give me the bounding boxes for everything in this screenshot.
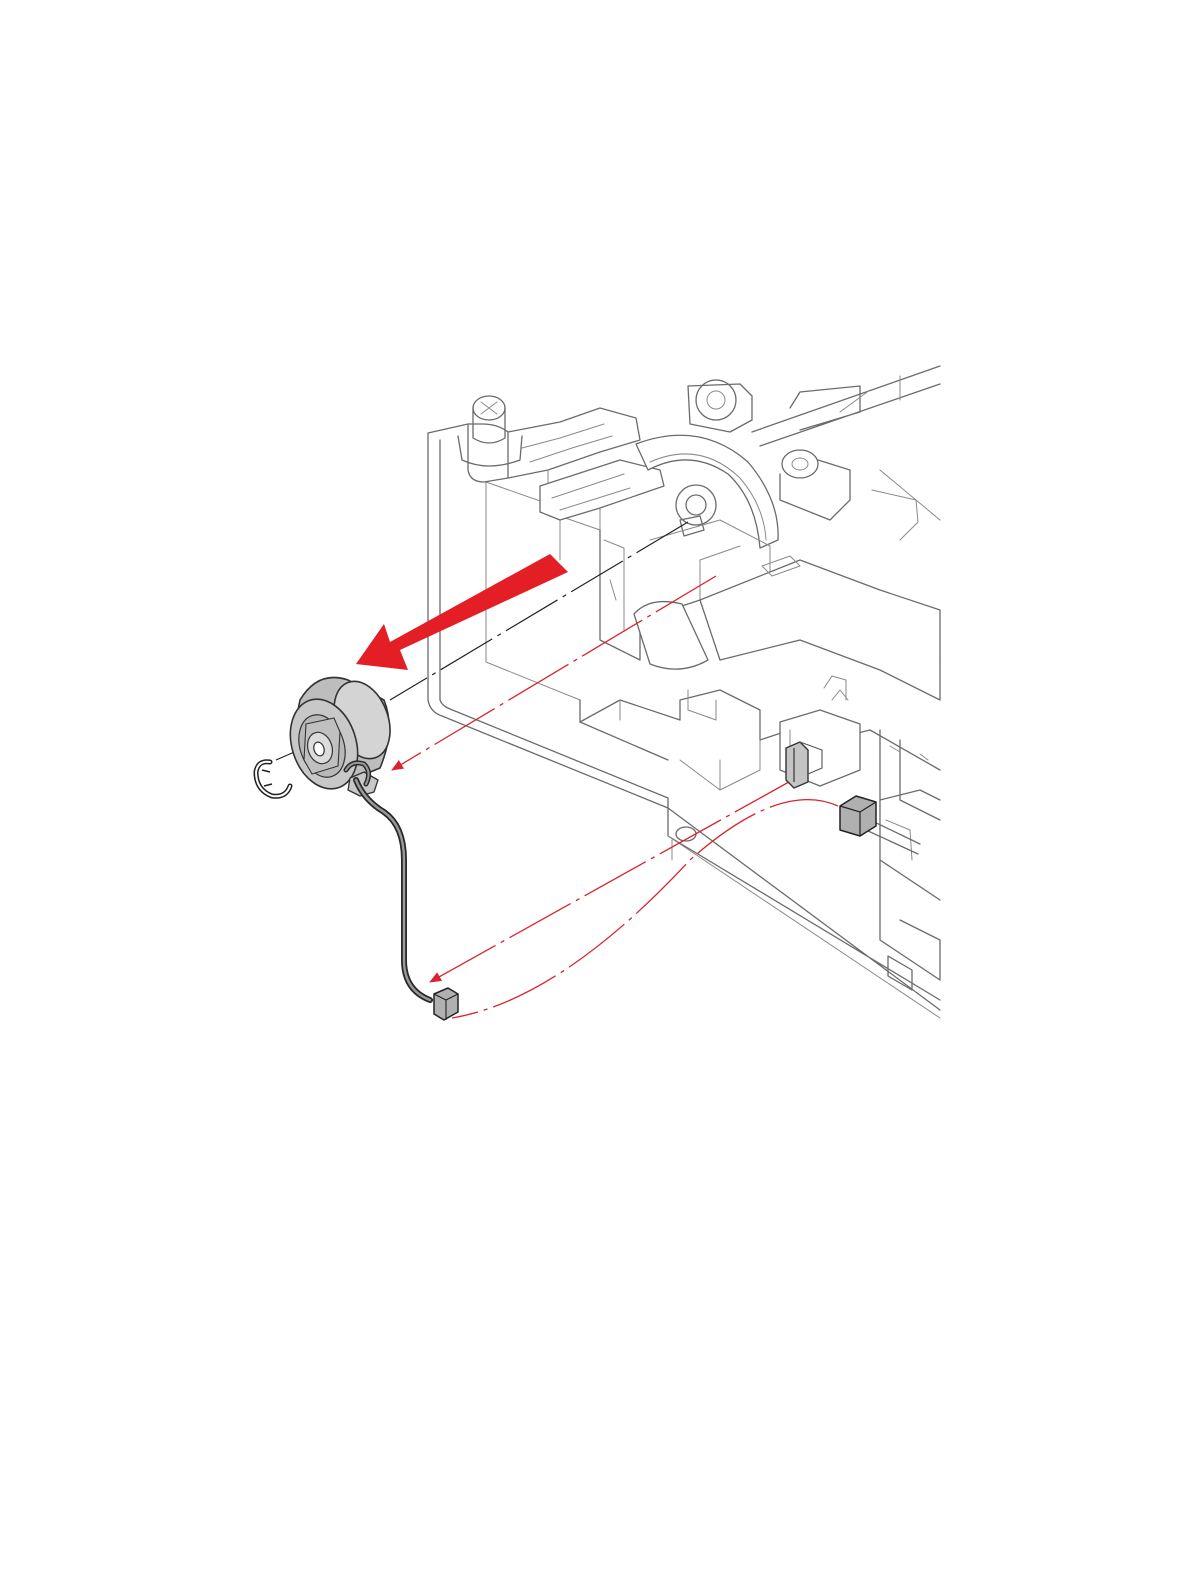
- clutch-seat-boss: [634, 602, 708, 670]
- clutch-harness: [346, 763, 430, 1000]
- harness-connector: [434, 988, 458, 1020]
- frame-right-rail: [752, 366, 940, 446]
- connector-mate-leader: [452, 800, 838, 1018]
- frame-bottom-rail-inner: [668, 836, 940, 1018]
- frame-right-panels: [880, 730, 940, 900]
- frame-connector: [840, 796, 876, 836]
- right-roller: [782, 450, 818, 478]
- electromagnetic-clutch: [279, 674, 400, 798]
- e-ring: [256, 762, 290, 797]
- feed-lever: [540, 460, 664, 520]
- printer-frame: [428, 366, 940, 1018]
- tray-plate: [700, 560, 940, 700]
- frame-post: [468, 424, 508, 482]
- frame-lower-steps-detail: [620, 690, 760, 790]
